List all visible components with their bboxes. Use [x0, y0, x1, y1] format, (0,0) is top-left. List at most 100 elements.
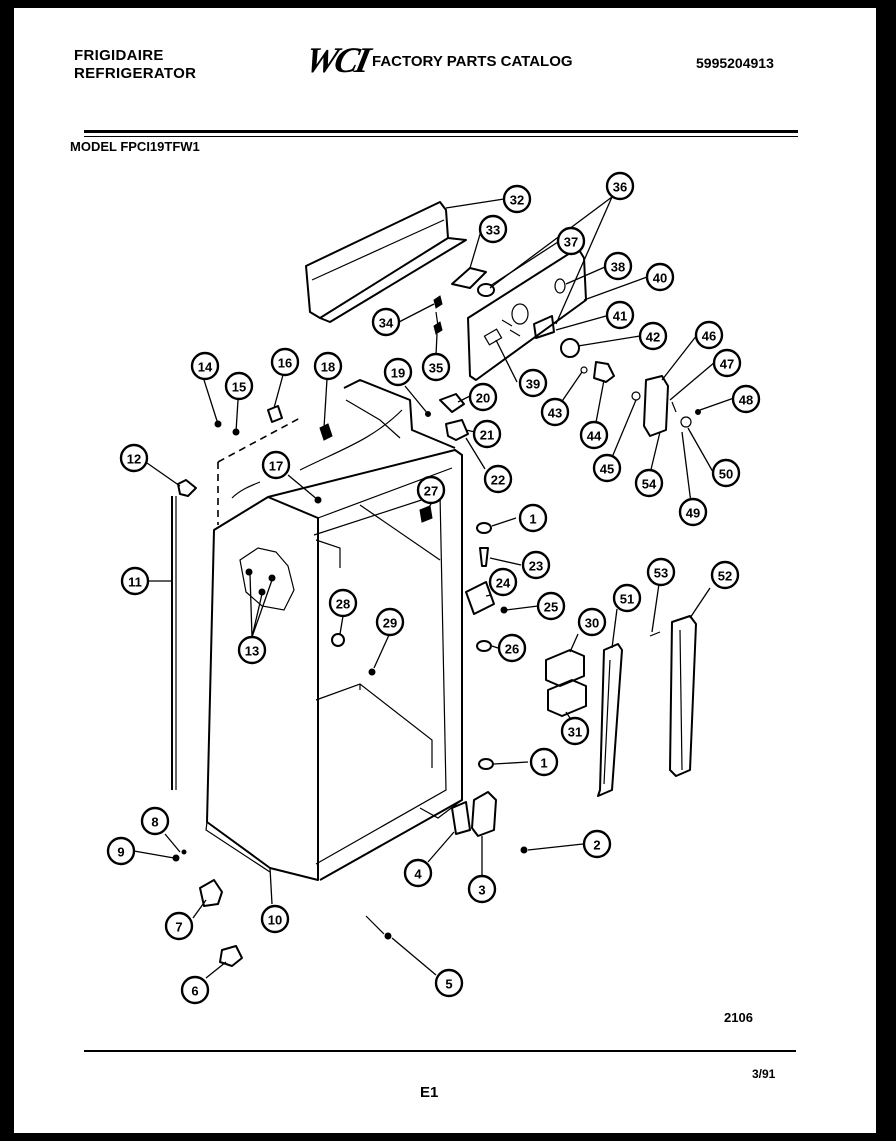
callout-1: 1	[518, 503, 548, 533]
callout-circle	[483, 464, 513, 494]
callout-circle	[638, 321, 668, 351]
callout-25: 25	[536, 591, 566, 621]
callout-label: 44	[587, 429, 602, 444]
callout-label: 4	[414, 867, 422, 882]
callout-label: 7	[175, 920, 182, 935]
leader-lines	[133, 196, 735, 979]
callout-4: 4	[403, 858, 433, 888]
callout-circle	[579, 420, 609, 450]
callout-34: 34	[371, 307, 401, 337]
callout-label: 34	[379, 316, 394, 331]
callout-label: 24	[496, 576, 511, 591]
callout-label: 1	[529, 512, 536, 527]
callout-38: 38	[603, 251, 633, 281]
shelf-track-51	[597, 643, 623, 797]
callout-circle	[603, 251, 633, 281]
callout-circle	[237, 635, 267, 665]
callout-label: 25	[544, 600, 558, 615]
light-switch-46	[631, 375, 701, 437]
callout-13: 13	[237, 635, 267, 665]
bracket-33	[451, 267, 487, 289]
callout-circle	[119, 443, 149, 473]
callout-label: 26	[505, 642, 519, 657]
product-type: REFRIGERATOR	[74, 65, 197, 82]
callout-16: 16	[270, 347, 300, 377]
callout-37: 37	[556, 226, 586, 256]
callout-circle	[582, 829, 612, 859]
callout-circle	[502, 184, 532, 214]
callout-circle	[468, 382, 498, 412]
callout-label: 47	[720, 357, 734, 372]
callout-circle	[224, 371, 254, 401]
callout-44: 44	[579, 420, 609, 450]
callout-circle	[328, 588, 358, 618]
callout-circle	[434, 968, 464, 998]
callout-circle	[383, 357, 413, 387]
callout-label: 1	[540, 756, 547, 771]
callout-33: 33	[478, 214, 508, 244]
callout-label: 51	[620, 592, 634, 607]
callout-26: 26	[497, 633, 527, 663]
callout-circle	[529, 747, 559, 777]
callout-11: 11	[120, 566, 150, 596]
page-label: E1	[420, 1084, 439, 1101]
callout-circle	[371, 307, 401, 337]
callout-label: 5	[445, 977, 452, 992]
callout-circle	[605, 300, 635, 330]
callout-label: 23	[529, 559, 543, 574]
callout-circle	[592, 453, 622, 483]
callout-label: 8	[151, 815, 158, 830]
control-panel	[467, 247, 587, 381]
callout-circle	[605, 171, 635, 201]
callout-label: 15	[232, 380, 246, 395]
callout-circle	[634, 468, 664, 498]
callout-label: 30	[585, 616, 599, 631]
cabinet-shell	[205, 379, 463, 881]
figure-number: 2106	[724, 1010, 753, 1025]
callout-50: 50	[711, 458, 741, 488]
callout-circle	[488, 567, 518, 597]
callout-52: 52	[710, 560, 740, 590]
callout-10: 10	[260, 904, 290, 934]
callout-circle	[472, 419, 502, 449]
callout-label: 21	[480, 428, 494, 443]
callout-circle	[612, 583, 642, 613]
callout-label: 49	[686, 506, 700, 521]
callout-label: 38	[611, 260, 625, 275]
callout-label: 9	[117, 845, 124, 860]
callout-40: 40	[645, 262, 675, 292]
callout-3: 3	[467, 874, 497, 904]
callout-circle	[711, 458, 741, 488]
callout-circle	[421, 352, 451, 382]
callout-label: 28	[336, 597, 350, 612]
callout-label: 32	[510, 193, 524, 208]
callout-label: 29	[383, 616, 397, 631]
callout-circle	[518, 368, 548, 398]
callout-label: 13	[245, 644, 259, 659]
callout-19: 19	[383, 357, 413, 387]
fastener-37	[477, 283, 495, 297]
callout-label: 31	[568, 725, 582, 740]
callout-circle	[467, 874, 497, 904]
callout-label: 18	[321, 360, 335, 375]
callout-label: 50	[719, 467, 733, 482]
callout-label: 27	[424, 484, 438, 499]
top-trim-piece	[305, 201, 467, 323]
callout-36: 36	[605, 171, 635, 201]
callout-label: 54	[642, 477, 657, 492]
callout-15: 15	[224, 371, 254, 401]
callout-label: 19	[391, 366, 405, 381]
callout-label: 36	[613, 180, 627, 195]
callout-circle	[536, 591, 566, 621]
callout-label: 43	[548, 406, 562, 421]
callout-circle	[712, 348, 742, 378]
callout-label: 52	[718, 569, 732, 584]
callout-2: 2	[582, 829, 612, 859]
callout-54: 54	[634, 468, 664, 498]
callout-51: 51	[612, 583, 642, 613]
callout-circle	[416, 475, 446, 505]
callout-label: 41	[613, 309, 627, 324]
callout-circle	[260, 904, 290, 934]
model-number: MODEL FPCI19TFW1	[70, 139, 200, 154]
callout-41: 41	[605, 300, 635, 330]
